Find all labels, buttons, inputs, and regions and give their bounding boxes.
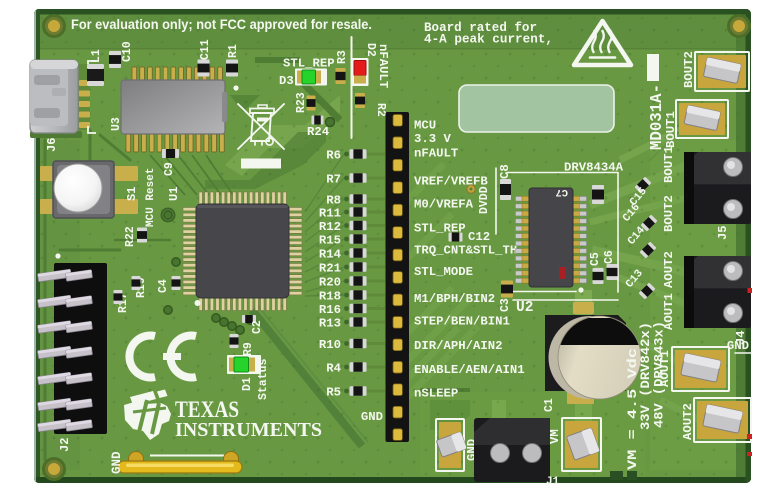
svg-text:GND: GND [361,410,383,424]
svg-text:R24: R24 [307,125,330,139]
svg-text:C9: C9 [163,162,176,176]
svg-text:4-A peak current,: 4-A peak current, [424,33,553,47]
svg-text:VM: VM [548,429,562,444]
svg-text:GND: GND [727,339,749,353]
svg-text:R14: R14 [319,248,342,262]
svg-text:Status: Status [257,358,270,400]
svg-text:D3: D3 [279,74,294,88]
svg-text:C11: C11 [199,39,212,60]
svg-text:S1: S1 [125,187,139,201]
svg-text:BOUT2: BOUT2 [662,195,676,232]
svg-text:R13: R13 [319,317,341,331]
svg-text:48V (DRV843x): 48V (DRV843x) [652,321,667,428]
svg-text:STL_REP: STL_REP [283,57,335,71]
svg-text:D2: D2 [364,43,377,57]
svg-text:3.3 V: 3.3 V [414,132,452,146]
svg-text:DVDD: DVDD [478,186,491,214]
svg-text:BOUT1: BOUT1 [664,111,678,148]
svg-text:R16: R16 [319,303,341,317]
svg-text:J6: J6 [45,138,59,152]
svg-text:R20: R20 [319,276,341,290]
svg-text:MCU: MCU [414,119,436,133]
svg-text:M0/VREFA: M0/VREFA [414,198,474,212]
svg-text:C2: C2 [251,320,264,334]
svg-text:R23: R23 [295,92,308,113]
svg-text:DIR/APH/AIN2: DIR/APH/AIN2 [414,339,503,353]
svg-text:TEXAS: TEXAS [175,397,239,422]
svg-text:R5: R5 [326,386,341,400]
svg-text:R11: R11 [319,207,341,221]
svg-text:R18: R18 [319,290,341,304]
svg-text:AOUT2: AOUT2 [681,403,695,440]
svg-text:STL_MODE: STL_MODE [414,265,473,279]
svg-text:C8: C8 [498,164,512,179]
svg-text:GND: GND [110,451,124,474]
svg-text:nFAULT: nFAULT [376,44,390,89]
svg-text:U2: U2 [516,300,533,316]
svg-text:R4: R4 [326,362,341,376]
svg-text:J1: J1 [546,476,560,488]
svg-text:VM = 4.5 Vdc: VM = 4.5 Vdc [625,348,640,470]
svg-text:R21: R21 [319,262,341,276]
svg-text:BOUT2: BOUT2 [682,51,696,88]
svg-text:C4: C4 [157,279,170,293]
svg-text:C3: C3 [499,298,512,312]
svg-text:J5: J5 [716,226,730,240]
svg-text:AOUT1: AOUT1 [662,293,676,330]
svg-text:D1: D1 [241,377,254,391]
svg-text:STL_REP: STL_REP [414,222,466,236]
svg-text:nFAULT: nFAULT [414,147,459,161]
svg-text:AOUT2: AOUT2 [662,251,676,288]
svg-text:INSTRUMENTS: INSTRUMENTS [175,419,322,441]
svg-text:BOUT1: BOUT1 [662,146,676,183]
svg-text:U1: U1 [167,187,181,201]
svg-text:M1/BPH/BIN2: M1/BPH/BIN2 [414,292,495,306]
svg-text:R3: R3 [336,50,349,64]
svg-text:R7: R7 [326,173,341,187]
svg-text:R15: R15 [319,234,341,248]
svg-text:C12: C12 [468,230,490,244]
svg-text:MD031A-: MD031A- [647,84,666,150]
svg-text:R1: R1 [227,44,240,58]
svg-text:C10: C10 [121,41,134,62]
svg-text:R22: R22 [124,226,137,247]
svg-text:U3: U3 [110,117,123,131]
svg-text:nSLEEP: nSLEEP [414,387,458,401]
svg-text:TRQ_CNT&STL_TH: TRQ_CNT&STL_TH [414,244,517,258]
svg-text:C1: C1 [543,398,556,412]
svg-text:R12: R12 [319,220,341,234]
svg-text:J4: J4 [734,331,748,345]
svg-text:C6: C6 [603,250,616,264]
svg-text:MCU Reset: MCU Reset [145,168,157,227]
svg-text:STEP/BEN/BIN1: STEP/BEN/BIN1 [414,315,510,329]
svg-text:C5: C5 [589,252,602,266]
svg-text:R8: R8 [326,194,341,208]
svg-text:ENABLE/AEN/AIN1: ENABLE/AEN/AIN1 [414,363,525,377]
svg-text:DRV8434A: DRV8434A [564,161,624,175]
svg-text:R2: R2 [374,103,387,117]
svg-text:J2: J2 [58,438,72,452]
svg-text:R9: R9 [242,342,255,356]
svg-text:C7: C7 [555,186,568,198]
svg-text:Board rated for: Board rated for [424,21,537,35]
svg-text:R6: R6 [326,149,341,163]
svg-text:L1: L1 [90,49,103,63]
svg-text:R10: R10 [319,338,341,352]
svg-text:AOUT1: AOUT1 [658,350,672,387]
svg-text:33V (DRV842x): 33V (DRV842x) [638,322,653,430]
svg-text:For evaluation only; not FCC a: For evaluation only; not FCC approved fo… [71,16,372,32]
